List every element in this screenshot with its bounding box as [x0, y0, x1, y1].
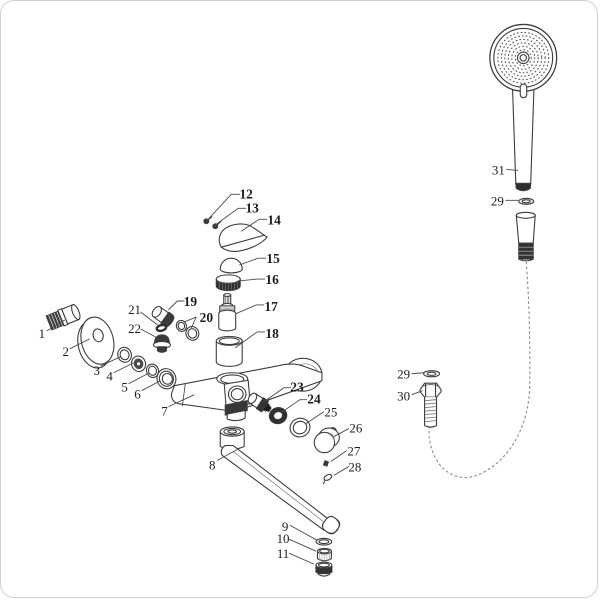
part-ring-nut-6 — [156, 368, 177, 390]
part-screw-13 — [212, 221, 222, 230]
part-dome-cap — [219, 257, 243, 274]
part-aerator-insert — [315, 561, 333, 577]
part-lever-handle — [218, 223, 268, 252]
part-label-17: 17 — [264, 299, 278, 314]
part-shower-hose — [428, 261, 531, 478]
part-label-20: 20 — [200, 310, 214, 325]
part-ring-5 — [145, 363, 160, 379]
part-label-19: 19 — [184, 294, 198, 309]
part-label-2: 2 — [63, 344, 69, 359]
part-label-24: 24 — [307, 392, 321, 407]
part-check-valve-22 — [152, 334, 171, 353]
part-label-29-upper: 29 — [491, 193, 504, 208]
part-label-10: 10 — [277, 531, 290, 546]
part-diverter-stem — [247, 392, 272, 413]
part-spout — [219, 426, 341, 535]
part-label-14: 14 — [267, 212, 281, 227]
part-label-22: 22 — [128, 321, 141, 336]
part-label-28: 28 — [348, 459, 361, 474]
part-label-9: 9 — [282, 519, 288, 534]
part-label-15: 15 — [266, 251, 280, 266]
part-diverter-knob — [313, 427, 340, 454]
part-mixer-body — [170, 357, 323, 422]
part-label-11: 11 — [277, 546, 289, 561]
part-label-27: 27 — [347, 443, 360, 458]
part-label-18: 18 — [265, 326, 279, 341]
part-cartridge — [218, 293, 237, 332]
part-label-21: 21 — [128, 302, 141, 317]
part-clip-28 — [322, 473, 333, 485]
part-label-7: 7 — [161, 404, 168, 419]
part-seal-21 — [155, 323, 168, 333]
part-filter-bushing — [130, 355, 147, 373]
part-label-30: 30 — [397, 389, 410, 404]
part-label-4: 4 — [106, 369, 113, 384]
part-check-valve-19 — [151, 305, 175, 328]
part-label-31: 31 — [492, 162, 505, 177]
part-label-5: 5 — [121, 380, 127, 395]
part-ring-3 — [117, 346, 132, 363]
part-washer-29-upper — [518, 197, 535, 205]
part-label-1: 1 — [39, 326, 45, 341]
part-label-16: 16 — [265, 272, 279, 287]
part-knurled-ring — [215, 274, 241, 292]
part-hose-cone-connector — [515, 211, 536, 262]
part-washer-29-lower — [423, 370, 441, 378]
leader-lines — [46, 168, 519, 565]
part-escutcheon — [77, 316, 115, 369]
part-label-25: 25 — [324, 405, 337, 420]
part-o-rings-20 — [175, 319, 200, 341]
part-hose-nipple — [419, 382, 442, 428]
part-aerator-housing — [316, 547, 332, 562]
part-trim-ring-25 — [289, 417, 311, 438]
part-washer-9 — [315, 537, 333, 546]
part-cartridge-sleeve — [215, 335, 243, 367]
part-label-3: 3 — [93, 363, 99, 378]
part-label-23: 23 — [290, 380, 304, 395]
part-label-13: 13 — [245, 200, 259, 215]
part-set-screw-27 — [322, 460, 329, 467]
part-label-8: 8 — [209, 457, 215, 472]
part-label-6: 6 — [134, 387, 141, 402]
part-label-29-lower: 29 — [397, 367, 410, 382]
part-wall-union — [45, 304, 81, 331]
part-label-26: 26 — [349, 421, 362, 436]
part-label-12: 12 — [239, 186, 253, 201]
part-shower-head — [489, 23, 558, 192]
